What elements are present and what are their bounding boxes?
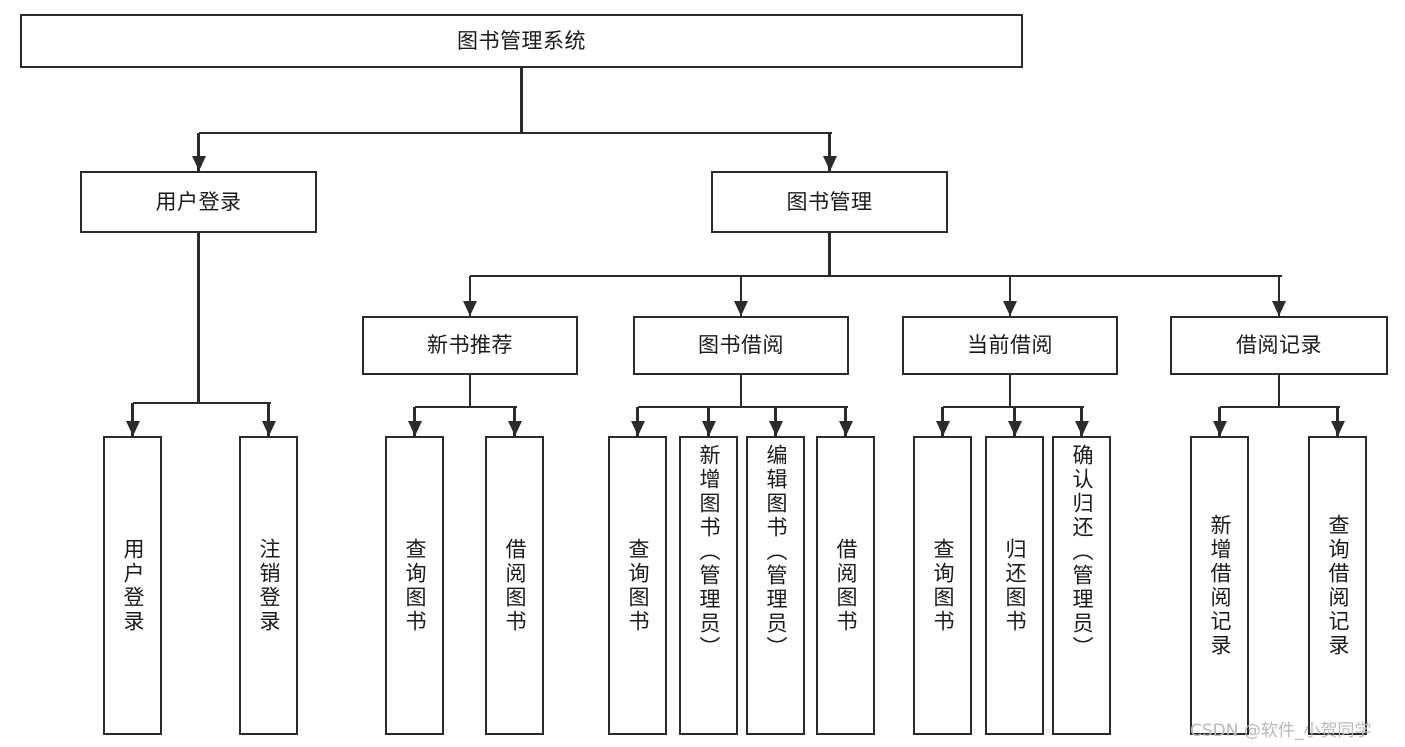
arrow-head-icon: [701, 421, 716, 436]
connector-branch-user-login-0: [131, 403, 134, 436]
arrow-head-icon: [1272, 301, 1286, 316]
connector-branch-user-login-1: [267, 403, 270, 436]
node-leaf-user-login-label: 用户登录: [121, 537, 145, 634]
node-user-login-label: 用户登录: [155, 189, 242, 214]
csdn-watermark: CSDN @软件_小贺同学: [1190, 721, 1372, 741]
connector-branch-book-manage-2: [1008, 276, 1012, 316]
node-root-label: 图书管理系统: [457, 28, 586, 53]
node-new-book-recommend-label: 新书推荐: [427, 333, 513, 358]
node-leaf-query-book-borrow[interactable]: 查询图书: [608, 436, 667, 735]
node-leaf-add-borrow-record-label: 新增借阅记录: [1208, 513, 1232, 658]
node-current-borrow[interactable]: 当前借阅: [902, 316, 1118, 375]
arrow-head-icon: [768, 421, 783, 436]
node-book-manage-label: 图书管理: [786, 189, 873, 214]
node-leaf-return-book[interactable]: 归还图书: [985, 436, 1044, 735]
arrow-head-icon: [191, 156, 206, 171]
connector-stem-l3-0: [468, 375, 472, 407]
connector-branch-book-manage-0: [468, 276, 472, 316]
node-leaf-add-book-admin-label: 新增图书（管理员）: [697, 444, 721, 660]
arrow-head-icon: [1007, 421, 1022, 436]
node-leaf-query-book-borrow-label: 查询图书: [626, 537, 650, 634]
connector-stem-book-manage: [828, 233, 831, 276]
node-leaf-borrow-book-recommend-label: 借阅图书: [503, 537, 527, 634]
connector-bus-book-manage: [470, 274, 1282, 278]
connector-bus-l3-0: [414, 405, 517, 409]
node-borrow-record[interactable]: 借阅记录: [1170, 316, 1388, 375]
arrow-head-icon: [125, 421, 140, 436]
connector-stem-l3-2: [1008, 375, 1012, 407]
arrow-head-icon: [1212, 421, 1227, 436]
node-leaf-query-book-recommend[interactable]: 查询图书: [385, 436, 444, 735]
arrow-head-icon: [1074, 421, 1089, 436]
node-user-login[interactable]: 用户登录: [80, 171, 317, 233]
node-leaf-edit-book-admin-label: 编辑图书（管理员）: [764, 444, 788, 660]
node-leaf-borrow-book-recommend[interactable]: 借阅图书: [485, 436, 544, 735]
node-leaf-query-book-current[interactable]: 查询图书: [913, 436, 972, 735]
node-leaf-edit-book-admin[interactable]: 编辑图书（管理员）: [746, 436, 805, 735]
connector-branch-root-1: [828, 133, 831, 171]
arrow-head-icon: [1003, 301, 1017, 316]
node-leaf-confirm-return-admin-label: 确认归还（管理员）: [1070, 444, 1094, 660]
node-leaf-query-borrow-record[interactable]: 查询借阅记录: [1308, 436, 1367, 735]
arrow-head-icon: [463, 301, 477, 316]
arrow-head-icon: [822, 156, 837, 171]
connector-stem-user-login: [197, 233, 200, 403]
arrow-head-icon: [261, 421, 276, 436]
node-leaf-confirm-return-admin[interactable]: 确认归还（管理员）: [1052, 436, 1111, 735]
node-leaf-borrow-book[interactable]: 借阅图书: [816, 436, 875, 735]
connector-branch-book-manage-3: [1277, 276, 1281, 316]
node-leaf-add-borrow-record[interactable]: 新增借阅记录: [1190, 436, 1249, 735]
node-leaf-user-login[interactable]: 用户登录: [103, 436, 162, 735]
connector-branch-book-manage-1: [739, 276, 743, 316]
node-leaf-query-book-recommend-label: 查询图书: [403, 537, 427, 634]
node-leaf-return-book-label: 归还图书: [1003, 537, 1027, 634]
arrow-head-icon: [935, 421, 950, 436]
node-leaf-add-book-admin[interactable]: 新增图书（管理员）: [679, 436, 738, 735]
arrow-head-icon: [630, 421, 645, 436]
connector-stem-l3-1: [739, 375, 743, 407]
node-borrow-record-label: 借阅记录: [1236, 333, 1322, 358]
node-leaf-borrow-book-label: 借阅图书: [834, 537, 858, 634]
node-book-borrow[interactable]: 图书借阅: [633, 316, 849, 375]
arrow-head-icon: [734, 301, 748, 316]
connector-stem-l3-3: [1277, 375, 1281, 407]
node-book-borrow-label: 图书借阅: [698, 333, 784, 358]
connector-bus-user-login: [132, 401, 271, 405]
node-leaf-user-logout-label: 注销登录: [257, 537, 281, 634]
connector-bus-l3-1: [637, 405, 848, 409]
connector-bus-root: [198, 131, 832, 135]
node-leaf-query-book-current-label: 查询图书: [931, 537, 955, 634]
arrow-head-icon: [507, 421, 522, 436]
arrow-head-icon: [1330, 421, 1345, 436]
arrow-head-icon: [407, 421, 422, 436]
node-current-borrow-label: 当前借阅: [967, 333, 1053, 358]
node-book-manage[interactable]: 图书管理: [711, 171, 948, 233]
connector-bus-l3-3: [1219, 405, 1340, 409]
node-leaf-query-borrow-record-label: 查询借阅记录: [1326, 513, 1350, 658]
node-leaf-user-logout[interactable]: 注销登录: [239, 436, 298, 735]
connector-branch-root-0: [197, 133, 200, 171]
connector-stem-root: [520, 68, 523, 133]
node-new-book-recommend[interactable]: 新书推荐: [362, 316, 578, 375]
node-root-system[interactable]: 图书管理系统: [20, 14, 1023, 68]
arrow-head-icon: [838, 421, 853, 436]
